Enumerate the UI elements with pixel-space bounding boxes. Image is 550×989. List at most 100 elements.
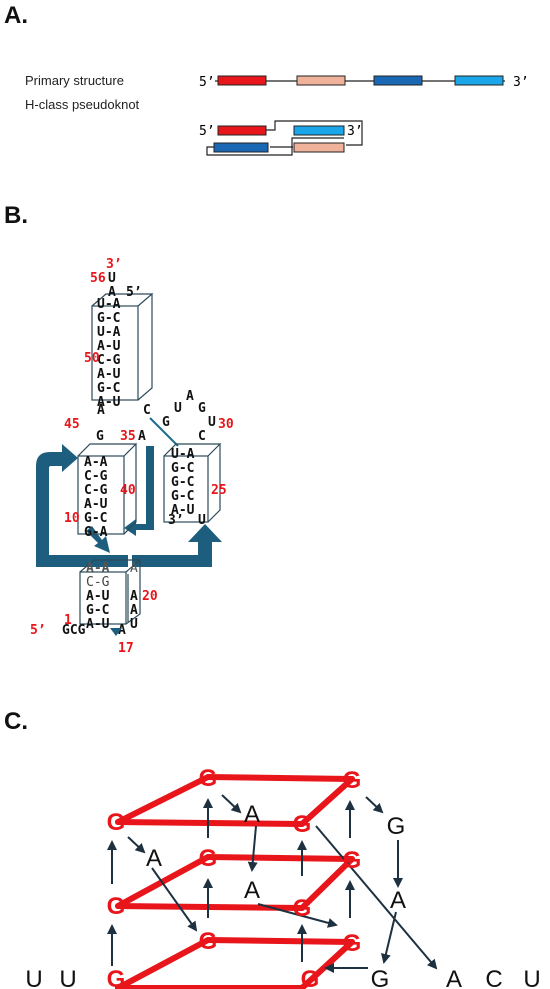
inner-down-arrow: [124, 446, 154, 536]
connector-line: [149, 417, 179, 447]
upper-pair-3: U-A: [97, 325, 121, 340]
mid-pair-2: C-G: [84, 469, 108, 484]
base-loop-u1: U: [174, 401, 182, 416]
number-40: 40: [120, 483, 136, 498]
g-node-8: G: [293, 895, 312, 922]
g-node-2: G: [343, 767, 362, 794]
number-10: 10: [64, 511, 80, 526]
upper-pair-2: G-C: [97, 311, 120, 326]
g-node-10: G: [343, 930, 362, 957]
panel-label-c: C.: [4, 708, 28, 735]
pk-five-prime: 5’: [199, 124, 215, 139]
pseudoknot-arrows: [36, 444, 222, 567]
right-pair-2: G-C: [171, 461, 194, 476]
g-node-9: G: [199, 928, 218, 955]
upper-pair-1: U-A: [97, 297, 121, 312]
strand-arrows: [107, 794, 438, 973]
right-stem-box: [163, 443, 222, 523]
bottom-stem-pairs: A-A C-G A-U G-C A-U: [86, 561, 110, 632]
arrow-g-to-g-right: [365, 796, 384, 814]
right-pair-3: G-C: [171, 475, 194, 490]
pk-segment-red: [217, 125, 267, 136]
node-a-right: A: [390, 887, 406, 914]
base-right-three-prime: 3’: [168, 513, 184, 528]
node-u-end: U: [523, 966, 540, 989]
base-col-u: U: [130, 617, 138, 632]
upper-pair-4: A-U: [97, 339, 121, 354]
base-five-prime-top: 5’: [126, 285, 142, 300]
g-node-6: G: [343, 847, 362, 874]
mid-pair-3: C-G: [84, 483, 108, 498]
base-col-a3: A: [130, 603, 138, 618]
middle-stem-box: [77, 443, 138, 535]
node-a-left: A: [146, 845, 162, 872]
pk-backbone: [206, 120, 363, 156]
mid-pair-4: A-U: [84, 497, 108, 512]
g-node-3: G: [107, 809, 126, 836]
bottom-small-arrow: [110, 628, 122, 636]
position-numbers: 56 50 45 35 30 40 25 10 20 1 17: [64, 271, 234, 656]
base-col-a2: A: [130, 589, 138, 604]
primary-structure-label: Primary structure: [25, 73, 124, 88]
arrow-a-mid-right: [257, 903, 338, 928]
base-top-u: U: [108, 271, 116, 286]
right-stem-pairs: U-A G-C G-C G-C A-U: [171, 447, 195, 518]
bottom-top-pair: A-A: [86, 561, 110, 576]
number-25: 25: [211, 483, 227, 498]
diagonal-arrow: [86, 526, 110, 553]
arrow-a-left-down: [151, 867, 198, 932]
g-nodes: G G G G G G G G G G G G: [107, 765, 362, 989]
g-quartet-bars: [115, 774, 355, 989]
arrow-a-to-g-mid: [247, 825, 258, 872]
left-loop-arrow: [36, 444, 128, 567]
base-loop-g1: G: [198, 401, 206, 416]
middle-stem-pairs: A-A C-G C-G A-U G-C G-A: [84, 455, 108, 540]
node-a-top: A: [244, 801, 260, 828]
arrow-g-to-a-top: [221, 794, 242, 814]
bottom-stem-box: [79, 558, 141, 625]
base-loop-a1: A: [97, 403, 105, 418]
pk-three-prime: 3’: [347, 124, 363, 139]
upper-pair-8: A-U: [97, 395, 121, 410]
number-56: 56: [90, 271, 106, 286]
base-loop-a2: A: [186, 389, 194, 404]
node-u2: U: [59, 966, 76, 989]
right-pair-1: U-A: [171, 447, 195, 462]
number-30: 30: [218, 417, 234, 432]
node-u1: U: [25, 966, 42, 989]
panel-label-a: A.: [4, 2, 28, 29]
upper-pair-7: G-C: [97, 381, 120, 396]
pk-segment-cyan: [293, 125, 345, 136]
number-35: 35: [120, 429, 136, 444]
upper-stem-box: [91, 293, 154, 401]
base-col-a1: A: [130, 561, 138, 576]
number-50: 50: [84, 351, 100, 366]
base-top-a: A: [108, 285, 116, 300]
node-a-end: A: [446, 966, 462, 989]
base-right-u: U: [198, 513, 206, 528]
arrow-g-to-a-left: [127, 836, 146, 854]
primary-segment-peach: [296, 75, 346, 86]
upper-stem-pairs: U-A G-C U-A A-U C-G A-U G-C A-U: [97, 297, 121, 410]
base-bottom-seq: GCG: [62, 623, 86, 638]
arrow-long-diagonal: [315, 825, 438, 970]
pk-segment-peach: [293, 142, 345, 153]
upper-pair-6: A-U: [97, 367, 121, 382]
g-node-4: G: [293, 811, 312, 838]
base-bottom-a: A: [118, 623, 126, 638]
base-loop-u2: U: [208, 415, 216, 430]
number-45: 45: [64, 417, 80, 432]
base-loop-a3: A: [138, 429, 146, 444]
node-g-right: G: [387, 813, 406, 840]
primary-segment-cyan: [454, 75, 504, 86]
number-17: 17: [118, 641, 134, 656]
node-a-mid: A: [244, 877, 260, 904]
primary-segment-blue: [373, 75, 423, 86]
bottom-pair-1: C-G: [86, 575, 110, 590]
primary-segment-red: [217, 75, 267, 86]
right-loop-arrow: [132, 524, 222, 567]
right-pair-5: A-U: [171, 503, 195, 518]
primary-three-prime: 3’: [513, 75, 529, 90]
base-loop-g3: G: [96, 429, 104, 444]
base-loop-c: C: [143, 403, 151, 418]
